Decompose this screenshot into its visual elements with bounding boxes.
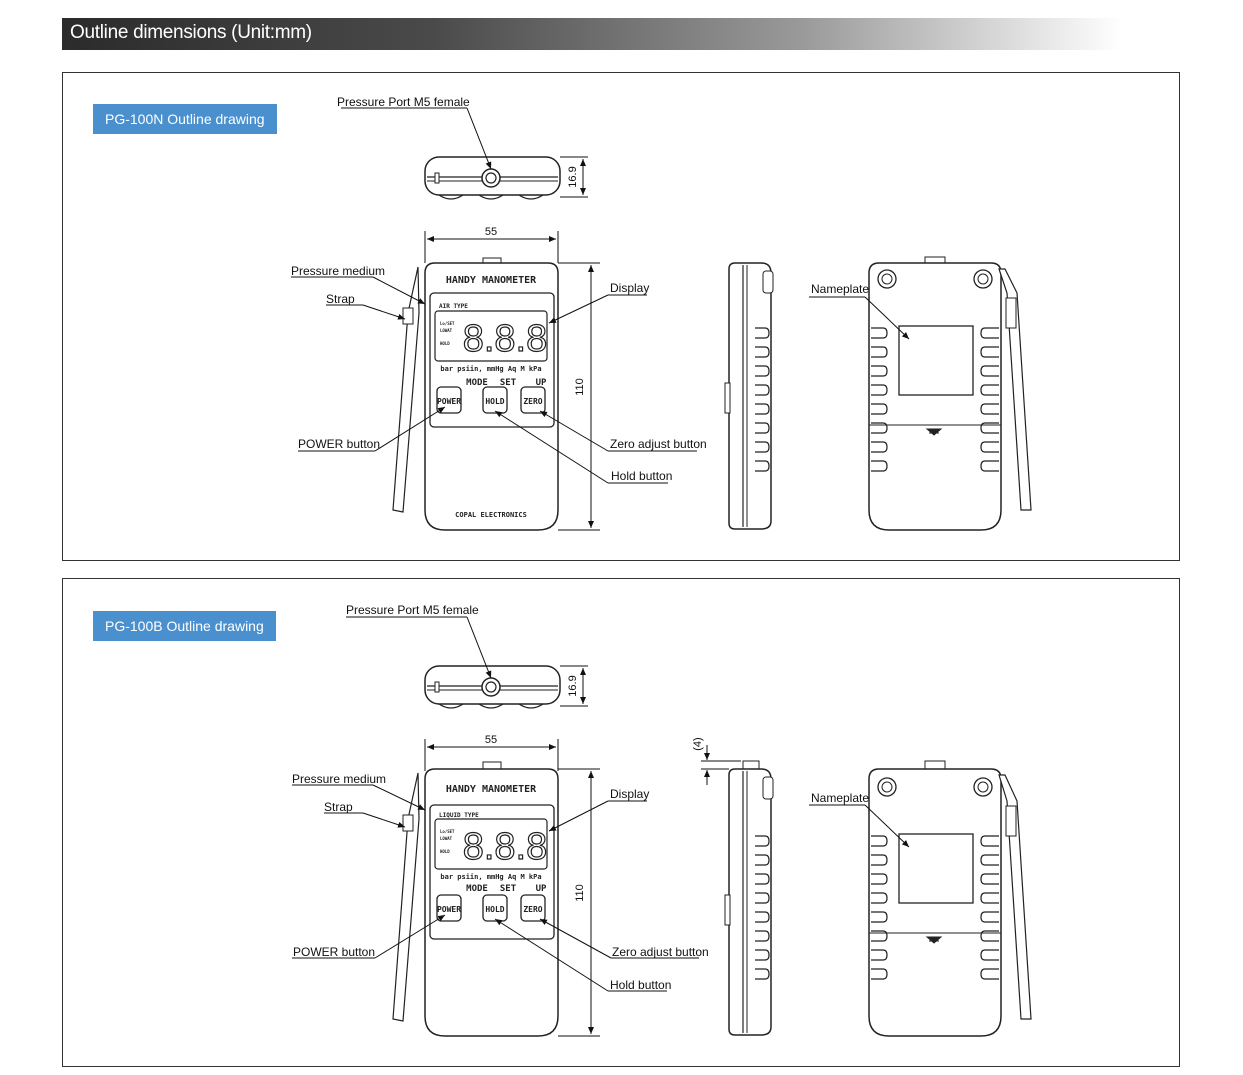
device-title: HANDY MANOMETER — [446, 784, 537, 795]
callout-display: Display — [610, 787, 649, 801]
panel-label-pg100n: PG-100N Outline drawing — [93, 104, 277, 134]
power-button[interactable] — [436, 894, 462, 922]
front-view: HANDY MANOMETER LIQUID TYPE Lo/SET LOWAT… — [392, 761, 559, 1037]
dim-height: 110 — [574, 884, 586, 902]
device-title: HANDY MANOMETER — [446, 275, 537, 286]
panel-pg100n: PG-100N Outline drawing Pressure Port M5… — [62, 72, 1180, 561]
side-view — [724, 760, 774, 1036]
panel-label-pg100b: PG-100B Outline drawing — [93, 611, 276, 641]
lcd-side-label-2: LOWAT — [440, 836, 453, 841]
lcd-side-label-3: HOLD — [440, 341, 450, 346]
up-label: UP — [536, 884, 547, 894]
lcd-units: bar psiin, mmHg Aq M kPa — [440, 873, 541, 881]
fluid-type-label: AIR TYPE — [439, 303, 468, 310]
lcd-side-label-2: LOWAT — [440, 328, 453, 333]
callout-zero-adjust: Zero adjust button — [612, 945, 709, 959]
strap — [392, 266, 420, 513]
hold-button-label: HOLD — [485, 397, 504, 406]
callout-nameplate: Nameplate — [811, 791, 869, 805]
dim-thickness: 16.9 — [567, 166, 579, 187]
callout-hold-button: Hold button — [611, 469, 672, 483]
mode-label: MODE — [466, 884, 488, 894]
fluid-type-label: LIQUID TYPE — [439, 812, 479, 819]
callout-strap: Strap — [324, 800, 353, 814]
section-title: Outline dimensions (Unit:mm) — [70, 22, 312, 43]
lcd-digits: 8.8.8 — [463, 318, 548, 360]
zero-button-label: ZERO — [523, 397, 542, 406]
panel-pg100b: PG-100B Outline drawing Pressure Port M5… — [62, 578, 1180, 1067]
zero-button[interactable] — [520, 894, 546, 922]
callout-pressure-medium: Pressure medium — [292, 772, 386, 786]
callout-pressure-medium: Pressure medium — [291, 264, 385, 278]
brand-label: COPAL ELECTRONICS — [455, 511, 527, 519]
back-view — [868, 256, 1032, 531]
callout-power-button: POWER button — [293, 945, 375, 959]
callout-zero-adjust: Zero adjust button — [610, 437, 707, 451]
front-view: HANDY MANOMETER AIR TYPE Lo/SET LOWAT HO… — [392, 257, 559, 531]
dim-height: 110 — [574, 378, 586, 396]
callout-pressure-port: Pressure Port M5 female — [337, 95, 470, 109]
outline-drawing-pg100n: Pressure Port M5 female 16.9 55 HANDY MA… — [291, 95, 1032, 531]
callout-hold-button: Hold button — [610, 978, 671, 992]
dim-port-protrusion: (4) — [692, 737, 704, 750]
zero-button[interactable] — [520, 386, 546, 414]
power-button-label: POWER — [437, 905, 461, 914]
dim-width: 55 — [485, 734, 497, 746]
side-view — [724, 262, 774, 530]
power-button[interactable] — [436, 386, 462, 414]
callout-power-button: POWER button — [298, 437, 380, 451]
lcd-side-label-3: HOLD — [440, 849, 450, 854]
top-view — [424, 665, 561, 709]
set-label: SET — [500, 884, 517, 894]
section-header: Outline dimensions (Unit:mm) — [62, 18, 1122, 50]
power-button-label: POWER — [437, 397, 461, 406]
set-label: SET — [500, 378, 517, 388]
nameplate — [898, 833, 974, 904]
lcd-side-label-1: Lo/SET — [440, 829, 455, 834]
dim-thickness: 16.9 — [567, 675, 579, 696]
strap — [392, 772, 420, 1022]
zero-button-label: ZERO — [523, 905, 542, 914]
lcd-display — [434, 310, 548, 362]
callout-nameplate: Nameplate — [811, 282, 869, 296]
outline-drawing-pg100b: Pressure Port M5 female 16.9 55 HANDY MA… — [292, 603, 1032, 1037]
callout-pressure-port: Pressure Port M5 female — [346, 603, 479, 617]
lcd-digits: 8.8.8 — [463, 826, 548, 868]
callout-strap: Strap — [326, 292, 355, 306]
dim-width: 55 — [485, 226, 497, 238]
lcd-units: bar psiin, mmHg Aq M kPa — [440, 365, 541, 373]
back-view — [868, 760, 1032, 1037]
hold-button-label: HOLD — [485, 905, 504, 914]
lcd-display — [434, 818, 548, 870]
mode-label: MODE — [466, 378, 488, 388]
up-label: UP — [536, 378, 547, 388]
callout-display: Display — [610, 281, 649, 295]
lcd-side-label-1: Lo/SET — [440, 321, 455, 326]
top-view — [424, 156, 561, 200]
nameplate — [898, 325, 974, 396]
